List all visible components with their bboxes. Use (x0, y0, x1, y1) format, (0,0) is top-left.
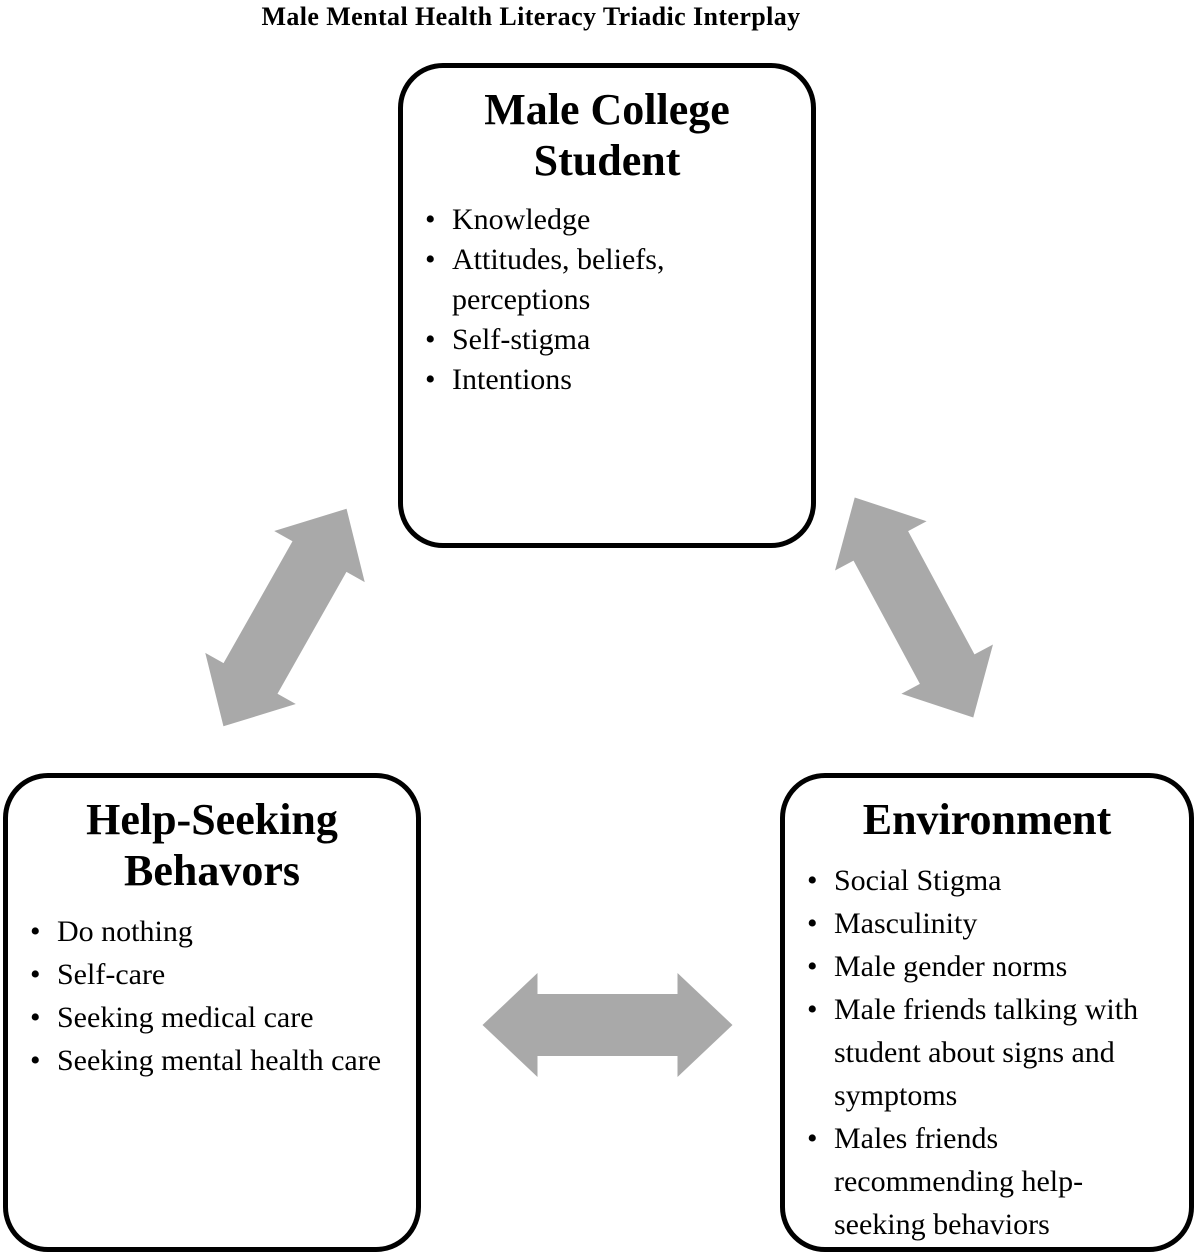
environment-heading: Environment (862, 795, 1112, 844)
list-item: Self-care (8, 953, 399, 996)
list-item: Masculinity (785, 902, 1172, 945)
double-arrow-student-environment (835, 497, 993, 718)
list-item: Intentions (403, 360, 794, 400)
list-item: Males friends recommending help-seeking … (785, 1117, 1172, 1246)
double-arrow-student-helpseeking (205, 508, 365, 727)
environment-list: Social Stigma Masculinity Male gender no… (785, 859, 1189, 1246)
list-item: Social Stigma (785, 859, 1172, 902)
list-item: Male gender norms (785, 945, 1172, 988)
help-seeking-behavors-box: Help-Seeking Behavors Do nothing Self-ca… (3, 773, 421, 1252)
help-seeking-behavors-heading: Help-Seeking Behavors (86, 795, 338, 895)
double-arrow-helpseeking-environment (482, 973, 733, 1077)
list-item: Male friends talking with student about … (785, 988, 1172, 1117)
list-item: Knowledge (403, 200, 794, 240)
list-item: Seeking medical care (8, 996, 399, 1039)
page-title: Male Mental Health Literacy Triadic Inte… (261, 2, 801, 31)
male-college-student-list: Knowledge Attitudes, beliefs, perception… (403, 200, 811, 400)
environment-box: Environment Social Stigma Masculinity Ma… (780, 773, 1194, 1252)
list-item: Attitudes, beliefs, perceptions (403, 240, 794, 320)
list-item: Do nothing (8, 910, 399, 953)
list-item: Self-stigma (403, 320, 794, 360)
male-college-student-box: Male College Student Knowledge Attitudes… (398, 63, 816, 548)
male-college-student-heading: Male College Student (484, 85, 730, 185)
list-item: Seeking mental health care (8, 1039, 399, 1082)
help-seeking-behavors-list: Do nothing Self-care Seeking medical car… (8, 910, 416, 1082)
